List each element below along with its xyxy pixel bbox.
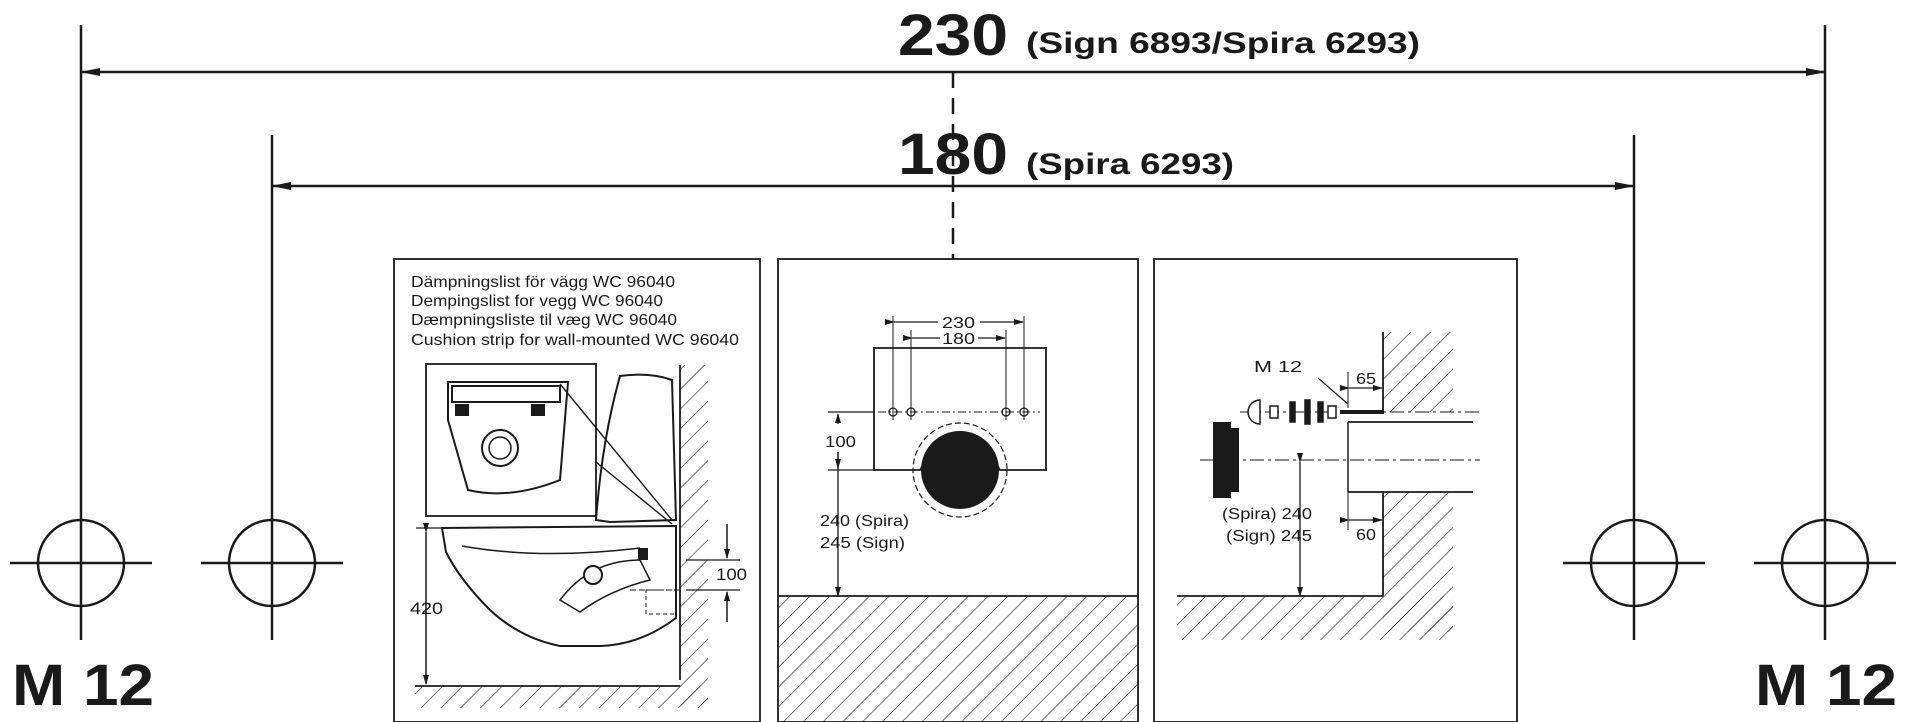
- dimension-230-small: 230: [942, 315, 975, 332]
- dimension-65: 65: [1356, 371, 1376, 388]
- panel-front-view: 230 180 100 240 (Spira) 245 (Sign): [777, 258, 1139, 722]
- outlet-pipe-section: [1200, 421, 1480, 493]
- dimension-60: 60: [1356, 527, 1376, 544]
- height-label-spira-section: (Spira) 240: [1222, 506, 1312, 523]
- panel-side-view: Dämpningslist för vägg WC 96040 Dempings…: [393, 258, 761, 722]
- floor-hatch-section: [1177, 596, 1453, 640]
- bolt-assembly: [1240, 399, 1480, 425]
- toilet-bowl: [440, 524, 677, 647]
- wall-hatch: [680, 365, 708, 705]
- outer-dimension-230: 230 (Sign 6893/Spira 6293): [80, 3, 1826, 76]
- caption-line-4: Cushion strip for wall-mounted WC 96040: [411, 332, 739, 349]
- bolt-hole-marker-inner-left: [201, 135, 343, 640]
- caption-line-1: Dämpningslist för vägg WC 96040: [411, 274, 675, 291]
- caption-line-2: Dempingslist for vegg WC 96040: [411, 293, 663, 310]
- bolt-hole-marker-outer-right: [1754, 25, 1896, 640]
- cistern: [594, 373, 678, 524]
- height-label-spira: 240 (Spira): [820, 513, 909, 530]
- bolt-label-left: M 12: [12, 653, 154, 718]
- dimension-230-note: (Sign 6893/Spira 6293): [1026, 27, 1420, 60]
- bolt-hole-marker-inner-right: [1563, 135, 1705, 640]
- height-label-sign-section: (Sign) 245: [1226, 528, 1312, 545]
- dimension-420: 420: [410, 599, 443, 618]
- dimension-100-front: 100: [825, 434, 856, 451]
- floor-hatch-front: [778, 596, 1138, 722]
- dimension-180-note: (Spira 6293): [1026, 148, 1234, 181]
- dimension-230-value: 230: [898, 3, 1008, 68]
- rubber-seal: [1213, 422, 1231, 498]
- caption-line-3: Dæmpningsliste til væg WC 96040: [411, 312, 677, 329]
- dimension-100-side: 100: [716, 565, 747, 584]
- bolt-hole-marker-outer-left: [10, 25, 152, 640]
- height-label-sign: 245 (Sign): [820, 535, 905, 552]
- bolt-label-right: M 12: [1755, 653, 1897, 718]
- bolt-label-section: M 12: [1254, 359, 1302, 376]
- outlet-pipe-front: [921, 431, 999, 509]
- panel-section-view: M 12 65 60 (Spira) 240 (Sign) 245: [1153, 258, 1518, 722]
- dimension-180-small: 180: [942, 331, 975, 348]
- floor-hatch: [415, 686, 708, 708]
